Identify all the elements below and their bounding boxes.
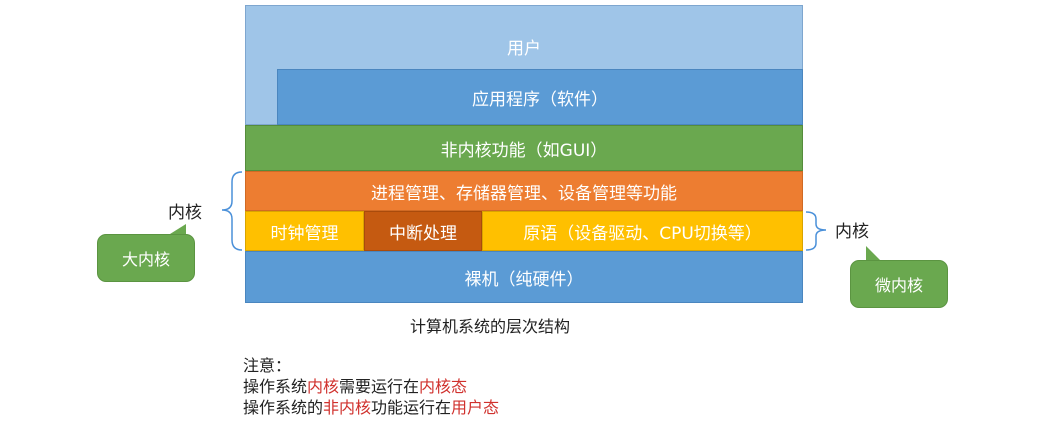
notes-line-1-highlight-kernel-mode: 内核态	[419, 377, 468, 396]
layer-hardware: 裸机（纯硬件）	[245, 251, 803, 303]
layer-management: 进程管理、存储器管理、设备管理等功能	[245, 171, 803, 211]
notes-line-1: 操作系统内核需要运行在内核态	[243, 376, 499, 397]
layer-interrupt-handling: 中断处理	[364, 211, 482, 251]
notes-line-2-middle: 功能运行在	[371, 398, 452, 417]
layer-interrupt-label: 中断处理	[389, 223, 457, 244]
layer-management-label: 进程管理、存储器管理、设备管理等功能	[371, 183, 677, 204]
layer-primitives: 原语（设备驱动、CPU切换等）	[482, 211, 803, 251]
micro-kernel-callout-label: 微内核	[874, 276, 923, 295]
layer-applications-label: 应用程序（软件）	[472, 89, 608, 110]
notes-heading: 注意：	[243, 356, 292, 375]
micro-kernel-label: 内核	[835, 222, 869, 242]
layer-primitives-label: 原语（设备驱动、CPU切换等）	[523, 223, 762, 244]
notes-line-2-prefix: 操作系统的	[243, 398, 324, 417]
notes-line-1-middle: 需要运行在	[339, 377, 420, 396]
micro-kernel-callout: 微内核	[850, 260, 948, 308]
notes-line-1-prefix: 操作系统	[243, 377, 308, 396]
layer-applications: 应用程序（软件）	[277, 69, 803, 125]
notes-line-2-highlight-non-kernel: 非内核	[323, 398, 372, 417]
layer-non-kernel: 非内核功能（如GUI）	[245, 125, 803, 171]
macro-kernel-label: 内核	[168, 203, 202, 223]
layer-non-kernel-label: 非内核功能（如GUI）	[440, 140, 608, 161]
diagram-caption: 计算机系统的层次结构	[410, 317, 571, 336]
layer-clock-management: 时钟管理	[245, 211, 364, 251]
macro-kernel-bracket	[221, 171, 243, 251]
macro-kernel-callout: 大内核	[97, 234, 195, 282]
notes-line-2-highlight-user-mode: 用户态	[451, 398, 500, 417]
layer-clock-label: 时钟管理	[270, 223, 339, 244]
layer-user-label: 用户	[507, 39, 541, 59]
notes-line-1-highlight-kernel: 内核	[307, 377, 340, 396]
notes-block: 注意： 操作系统内核需要运行在内核态 操作系统的非内核功能运行在用户态	[243, 355, 499, 418]
macro-kernel-callout-label: 大内核	[121, 250, 170, 269]
layer-hardware-label: 裸机（纯硬件）	[464, 269, 584, 290]
micro-kernel-bracket	[805, 211, 827, 251]
notes-line-2: 操作系统的非内核功能运行在用户态	[243, 397, 499, 418]
